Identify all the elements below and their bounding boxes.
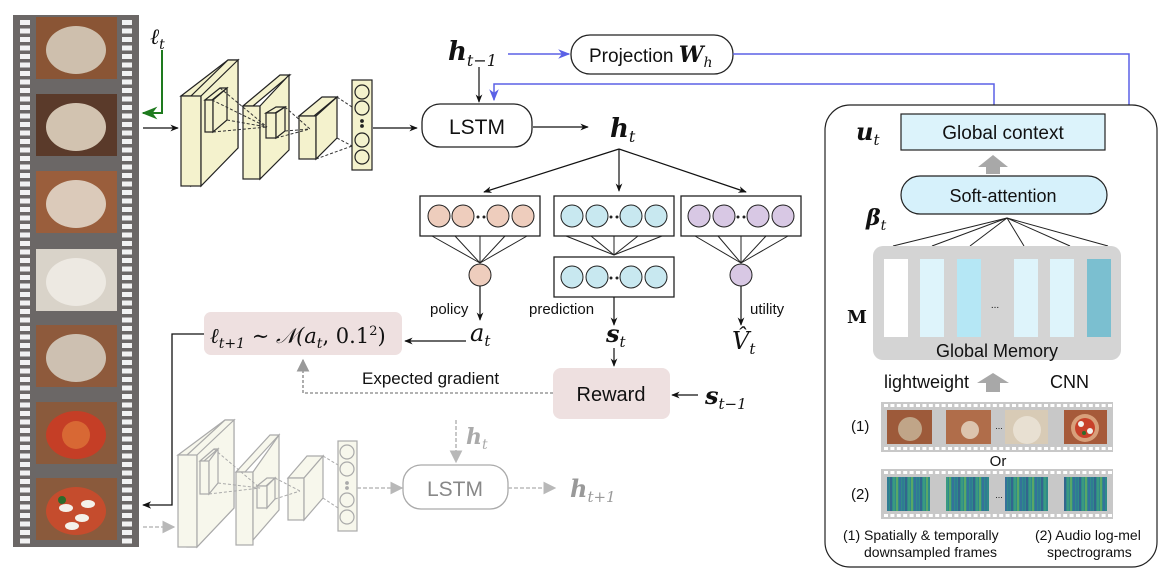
spectrogram-strip: ... bbox=[881, 469, 1113, 519]
l-t-label: ℓt bbox=[150, 25, 165, 53]
film-frame bbox=[36, 17, 117, 79]
film-frame bbox=[36, 171, 117, 233]
global-context-box bbox=[900, 113, 1106, 151]
reward-box: Reward bbox=[553, 368, 670, 419]
lstm-box: LSTM bbox=[421, 103, 533, 148]
svg-text:ℓt+1 ∼ 𝒩(at, 0.12): ℓt+1 ∼ 𝒩(at, 0.12) bbox=[210, 324, 386, 352]
lightweight-label: lightweight bbox=[884, 372, 969, 392]
soft-attention-box bbox=[900, 175, 1108, 215]
h-t-faded-label: ht bbox=[466, 424, 488, 453]
svg-text:LSTM: LSTM bbox=[449, 116, 505, 139]
film-frame bbox=[36, 402, 117, 464]
v-t-label: V̂t bbox=[732, 327, 756, 358]
prediction-label: prediction bbox=[529, 301, 594, 318]
spectrogram bbox=[1005, 477, 1048, 511]
context-to-lstm-arrow bbox=[489, 83, 995, 114]
next-lstm-box: LSTM bbox=[402, 464, 509, 510]
next-step-cnn-faded bbox=[176, 418, 358, 549]
h-prev-label: ht−1 bbox=[448, 37, 497, 70]
svg-text:LSTM: LSTM bbox=[427, 478, 483, 501]
video-film-strip bbox=[13, 15, 139, 547]
s-prev-label: st−1 bbox=[704, 381, 747, 413]
m-label: M bbox=[847, 307, 867, 328]
memory-slot bbox=[884, 259, 908, 337]
soft-attention-label: Soft-attention bbox=[949, 186, 1056, 206]
film-sprockets-left bbox=[20, 20, 30, 544]
memory-slots bbox=[884, 259, 1111, 337]
s-t-label: st bbox=[605, 319, 627, 351]
a-t-label: at bbox=[470, 319, 491, 350]
utility-label: utility bbox=[750, 301, 785, 318]
spectrogram bbox=[946, 477, 989, 511]
policy-head: policy at bbox=[419, 195, 541, 350]
svg-text:ht−1: ht−1 bbox=[448, 37, 497, 70]
caption-1-line-2: downsampled frames bbox=[864, 544, 997, 560]
utility-head: utility V̂t bbox=[680, 195, 802, 358]
location-sampling-box: ℓt+1 ∼ 𝒩(at, 0.12) bbox=[204, 312, 402, 355]
caption-2-line-1: (2) Audio log-mel bbox=[1035, 527, 1141, 543]
beta-t-label: βt bbox=[865, 205, 887, 234]
memory-slot bbox=[920, 259, 944, 337]
global-memory-panel: ut Global context Soft-attention βt ... … bbox=[824, 104, 1158, 568]
svg-text:...: ... bbox=[995, 421, 1003, 431]
memory-slot bbox=[1087, 259, 1111, 337]
svg-text:...: ... bbox=[995, 490, 1003, 500]
projection-box: Projection Wh bbox=[570, 34, 734, 75]
memory-slot bbox=[957, 259, 981, 337]
ht-branch-arrows bbox=[483, 148, 747, 193]
spectrogram bbox=[1064, 477, 1107, 511]
film-frame bbox=[36, 249, 117, 311]
sampling-to-frame-arrow bbox=[142, 333, 204, 509]
cnn-to-memory-arrow bbox=[977, 373, 1009, 392]
policy-label: policy bbox=[430, 301, 469, 318]
cnn-feature-extractor bbox=[179, 58, 373, 188]
expected-gradient-label: Expected gradient bbox=[362, 369, 499, 388]
location-feedback-arrow: ℓt bbox=[141, 25, 165, 120]
expected-gradient-arrow bbox=[296, 358, 553, 394]
h-next-label: ht+1 bbox=[570, 474, 616, 506]
or-label: Or bbox=[990, 453, 1007, 470]
film-frame bbox=[36, 94, 117, 156]
caption-1-line-1: (1) Spatially & temporally bbox=[843, 527, 999, 543]
svg-text:ht: ht bbox=[610, 114, 636, 146]
attention-weight-lines bbox=[892, 217, 1109, 247]
prediction-head: prediction st bbox=[529, 195, 675, 367]
film-frame bbox=[36, 325, 117, 387]
memory-ellipsis: ... bbox=[991, 300, 999, 311]
option-1-label: (1) bbox=[851, 418, 869, 435]
spectrogram bbox=[887, 477, 930, 511]
h-t-label: ht bbox=[610, 114, 636, 146]
caption-2-line-2: spectrograms bbox=[1047, 544, 1132, 560]
film-frame bbox=[36, 478, 117, 540]
svg-text:Reward: Reward bbox=[577, 384, 646, 406]
cnn-label: CNN bbox=[1050, 372, 1089, 392]
memory-slot bbox=[1050, 259, 1074, 337]
svg-text:Projection Wh: Projection Wh bbox=[589, 42, 713, 71]
global-context-label: Global context bbox=[942, 123, 1064, 144]
u-t-label: ut bbox=[856, 117, 880, 149]
downsampled-frames-strip: ... bbox=[881, 402, 1113, 452]
attention-to-context-arrow bbox=[978, 155, 1008, 174]
memory-slot bbox=[1014, 259, 1038, 337]
film-frames bbox=[36, 17, 117, 540]
film-sprockets-right bbox=[122, 20, 132, 544]
global-memory-label: Global Memory bbox=[936, 341, 1058, 361]
option-2-label: (2) bbox=[851, 486, 869, 503]
